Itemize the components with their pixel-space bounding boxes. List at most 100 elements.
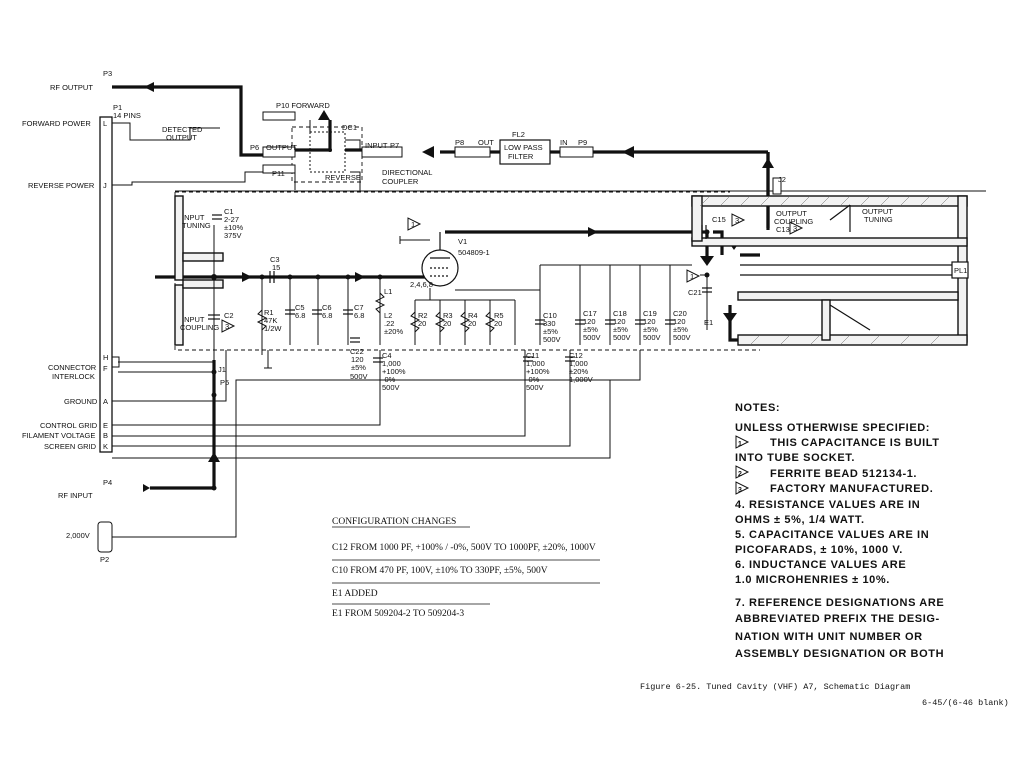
svg-text:J2: J2 (778, 175, 786, 184)
arrow-c3-in (242, 272, 252, 282)
svg-text:J: J (103, 181, 107, 190)
svg-text:V1: V1 (458, 237, 467, 246)
svg-text:500V: 500V (673, 333, 691, 342)
page-number: 6-45/(6-46 blank) (922, 698, 1009, 708)
svg-text:K: K (103, 442, 108, 451)
config-line-2: C10 FROM 470 PF, 100V, ±10% TO 330PF, ±5… (332, 566, 548, 576)
svg-text:P7: P7 (390, 141, 399, 150)
arrow-rf-in-up (208, 452, 220, 462)
svg-text:1.0 MICROHENRIES ± 10%.: 1.0 MICROHENRIES ± 10%. (735, 574, 890, 586)
svg-text:FILTER: FILTER (508, 152, 534, 161)
svg-text:J1: J1 (218, 365, 226, 374)
svg-text:C22: C22 (350, 347, 364, 356)
svg-text:1: 1 (738, 441, 743, 448)
arrow-coupler (318, 110, 330, 120)
svg-text:504809-1: 504809-1 (458, 248, 490, 257)
svg-text:+100%: +100% (382, 367, 406, 376)
svg-text:1: 1 (690, 272, 694, 281)
svg-text:120: 120 (613, 317, 626, 326)
svg-text:6.8: 6.8 (322, 311, 332, 320)
svg-text:L2: L2 (384, 311, 392, 320)
svg-text:E: E (103, 421, 108, 430)
svg-text:±5%: ±5% (351, 363, 366, 372)
caption-title: Figure 6-25. Tuned Cavity (VHF) A7, Sche… (640, 682, 910, 692)
svg-text:OUTPUT: OUTPUT (862, 207, 893, 216)
cavity-walls (174, 195, 968, 346)
svg-text:2,000V: 2,000V (66, 531, 90, 540)
svg-text:NATION WITH UNIT NUMBER OR: NATION WITH UNIT NUMBER OR (735, 631, 923, 643)
svg-text:.22: .22 (384, 319, 394, 328)
svg-text:20: 20 (418, 319, 426, 328)
svg-text:INTO TUBE SOCKET.: INTO TUBE SOCKET. (735, 452, 855, 464)
svg-text:120: 120 (351, 355, 364, 364)
svg-text:FACTORY MANUFACTURED.: FACTORY MANUFACTURED. (770, 483, 933, 495)
svg-text:3: 3 (793, 224, 797, 233)
svg-text:1/2W: 1/2W (264, 324, 282, 333)
config-line-4: E1 FROM 509204-2 TO 509204-3 (332, 609, 464, 619)
svg-text:PL1: PL1 (954, 266, 967, 275)
svg-text:OUTPUT: OUTPUT (266, 143, 297, 152)
svg-text:C7: C7 (354, 303, 364, 312)
svg-text:2-27: 2-27 (224, 215, 239, 224)
svg-text:OUT: OUT (478, 138, 494, 147)
svg-text:1,000: 1,000 (526, 359, 545, 368)
svg-text:20: 20 (443, 319, 451, 328)
svg-text:20: 20 (494, 319, 502, 328)
figure-caption: Figure 6-25. Tuned Cavity (VHF) A7, Sche… (640, 682, 1009, 708)
svg-text:REVERSE: REVERSE (325, 173, 361, 182)
tube-v1 (421, 232, 459, 287)
svg-text:P6: P6 (250, 143, 259, 152)
svg-text:B: B (103, 431, 108, 440)
svg-text:C12: C12 (569, 351, 583, 360)
svg-text:C4: C4 (382, 351, 392, 360)
arrow-p4 (143, 484, 150, 492)
svg-text:1: 1 (411, 220, 415, 229)
svg-text:ASSEMBLY DESIGNATION OR BOTH: ASSEMBLY DESIGNATION OR BOTH (735, 648, 944, 660)
svg-text:120: 120 (673, 317, 686, 326)
svg-text:1,000: 1,000 (569, 359, 588, 368)
branch-wires (213, 225, 708, 369)
svg-text:PICOFARADS, ± 10%, 1000 V.: PICOFARADS, ± 10%, 1000 V. (735, 544, 903, 556)
svg-text:FERRITE BEAD 512134-1.: FERRITE BEAD 512134-1. (770, 468, 917, 480)
svg-text:C5: C5 (295, 303, 305, 312)
svg-text:2: 2 (738, 471, 743, 478)
svg-text:SCREEN GRID: SCREEN GRID (44, 442, 97, 451)
svg-text:P4: P4 (103, 478, 112, 487)
svg-text:REVERSE POWER: REVERSE POWER (28, 181, 95, 190)
svg-text:6.8: 6.8 (295, 311, 305, 320)
svg-text:F: F (103, 364, 108, 373)
svg-text:330: 330 (543, 319, 556, 328)
svg-text:6.8: 6.8 (354, 311, 364, 320)
svg-text:375V: 375V (224, 231, 242, 240)
config-title: CONFIGURATION CHANGES (332, 517, 456, 527)
connector-labels: P3 RF OUTPUT P1 14 PINS FORWARD POWER L … (22, 69, 967, 564)
svg-text:3: 3 (735, 216, 739, 225)
configuration-changes: CONFIGURATION CHANGES C12 FROM 1000 PF, … (332, 517, 600, 619)
svg-text:R1: R1 (264, 308, 274, 317)
config-line-1: C12 FROM 1000 PF, +100% / -0%, 500V TO 1… (332, 543, 596, 553)
svg-text:INPUT: INPUT (182, 315, 205, 324)
svg-text:R2: R2 (418, 311, 428, 320)
svg-text:INPUT: INPUT (182, 213, 205, 222)
arrow-c7 (355, 272, 365, 282)
svg-text:P8: P8 (455, 138, 464, 147)
svg-text:TUNING: TUNING (182, 221, 211, 230)
svg-text:1,000: 1,000 (382, 359, 401, 368)
svg-text:C2: C2 (224, 311, 234, 320)
svg-text:4. RESISTANCE VALUES ARE IN: 4. RESISTANCE VALUES ARE IN (735, 499, 920, 511)
svg-text:P5: P5 (220, 378, 229, 387)
arrow-cavity (723, 313, 737, 323)
svg-text:OHMS ± 5%, 1/4 WATT.: OHMS ± 5%, 1/4 WATT. (735, 514, 865, 526)
svg-text:COUPLER: COUPLER (382, 177, 419, 186)
svg-text:R3: R3 (443, 311, 453, 320)
svg-text:120: 120 (583, 317, 596, 326)
svg-text:C19: C19 (643, 309, 657, 318)
svg-text:C15: C15 (712, 215, 726, 224)
svg-text:INPUT: INPUT (365, 141, 388, 150)
svg-text:+100%: +100% (526, 367, 550, 376)
svg-text:-0%: -0% (526, 375, 540, 384)
arrow-anode (588, 227, 598, 237)
svg-text:500V: 500V (613, 333, 631, 342)
svg-text:3: 3 (738, 487, 743, 494)
svg-text:±5%: ±5% (613, 325, 628, 334)
